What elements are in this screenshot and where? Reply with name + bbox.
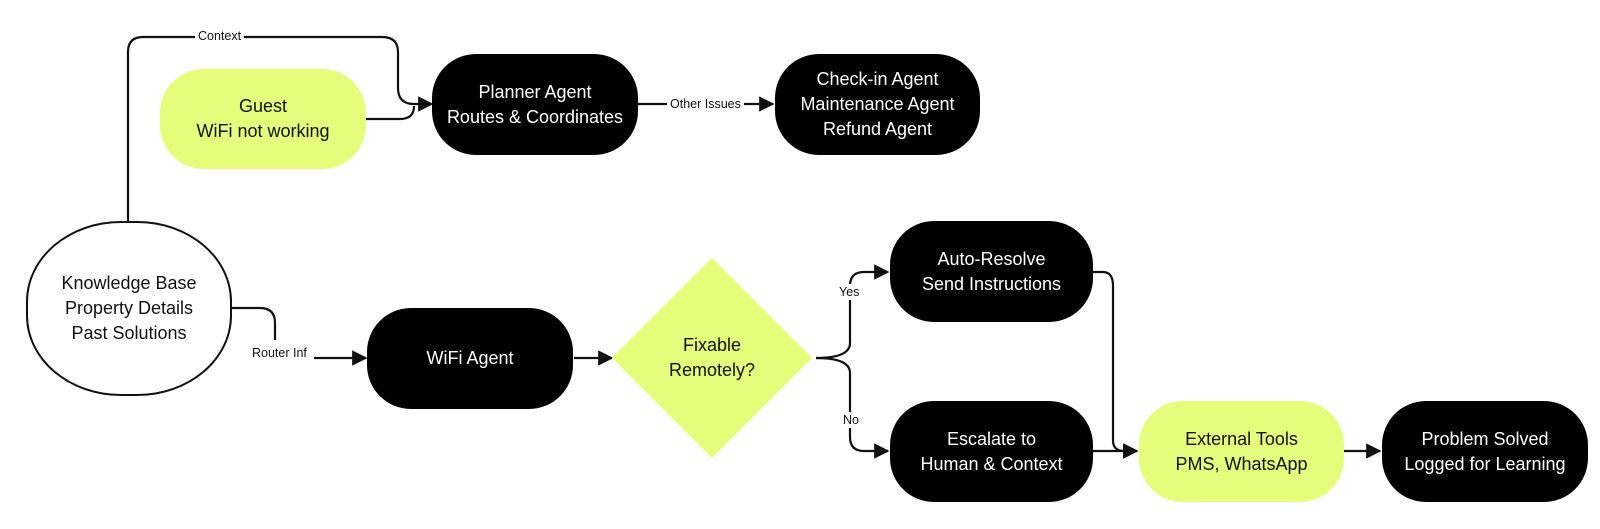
wifi-agent-node: WiFi Agent xyxy=(367,308,573,409)
edge-label-context: Context xyxy=(195,28,245,44)
edge-router-info xyxy=(232,306,277,340)
edge-guest-planner xyxy=(366,105,416,121)
problem-solved-node: Problem Solved Logged for Learning xyxy=(1382,401,1588,502)
edge-label-router-info: Router Inf xyxy=(249,345,310,361)
edge-auto-tools xyxy=(1093,270,1139,459)
auto-resolve-node: Auto-Resolve Send Instructions xyxy=(890,221,1093,322)
other-agents-node: Check-in Agent Maintenance Agent Refund … xyxy=(775,54,980,155)
escalate-node: Escalate to Human & Context xyxy=(890,401,1093,502)
edge-label-no: No xyxy=(840,412,862,428)
guest-node: Guest WiFi not working xyxy=(160,69,366,169)
external-tools-node: External Tools PMS, WhatsApp xyxy=(1139,401,1344,502)
decision-diamond-shape xyxy=(612,258,812,458)
knowledge-base-node: Knowledge Base Property Details Past Sol… xyxy=(26,221,232,396)
fixable-remotely-decision: Fixable Remotely? xyxy=(612,258,812,458)
planner-agent-node: Planner Agent Routes & Coordinates xyxy=(432,54,638,155)
edge-context xyxy=(126,35,434,222)
edge-no xyxy=(815,356,890,459)
edge-label-other-issues: Other Issues xyxy=(667,96,744,112)
edge-label-yes: Yes xyxy=(836,284,863,300)
